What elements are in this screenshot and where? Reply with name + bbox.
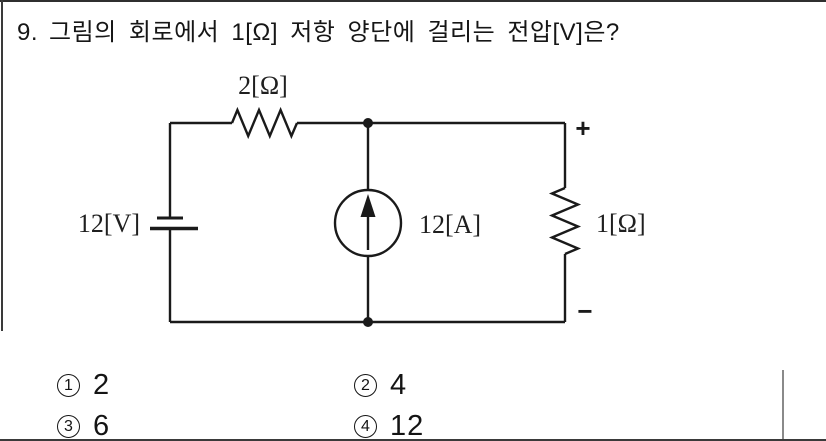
page-border-right <box>782 370 784 441</box>
option-2-value: 4 <box>390 369 408 401</box>
page-border-left <box>1 0 3 331</box>
option-4-value: 12 <box>390 410 425 441</box>
option-4-circle-marker: 4 <box>354 415 377 438</box>
current-source-circle <box>333 188 403 258</box>
label-load-resistor: 1[Ω] <box>596 209 646 238</box>
answer-option-3[interactable]: 3 6 <box>57 410 111 441</box>
answer-option-2[interactable]: 2 4 <box>354 369 408 401</box>
option-2-circle-marker: 2 <box>354 374 377 397</box>
answer-option-1[interactable]: 1 2 <box>57 369 111 401</box>
circuit-diagram: 2[Ω] 12[V] 12[A] 1[Ω] + − <box>78 71 646 327</box>
minus-polarity-sign: − <box>577 296 592 326</box>
bottom-node-dot <box>363 317 373 327</box>
label-current-source: 12[A] <box>419 210 481 239</box>
label-series-resistor: 2[Ω] <box>238 71 288 100</box>
option-1-circle-marker: 1 <box>57 374 80 397</box>
question-number: 9. <box>17 19 39 46</box>
resistor-2ohm-symbol <box>230 106 299 140</box>
page-border-top <box>0 0 826 2</box>
option-1-value: 2 <box>93 369 111 401</box>
plus-polarity-sign: + <box>575 113 590 143</box>
option-3-value: 6 <box>93 410 111 441</box>
page-border-bottom <box>0 439 826 441</box>
option-3-circle-marker: 3 <box>57 415 80 438</box>
label-voltage-source: 12[V] <box>78 209 140 238</box>
current-source-arrow-head <box>360 194 376 217</box>
top-node-dot <box>363 118 373 128</box>
question-text: 그림의 회로에서 1[Ω] 저항 양단에 걸리는 전압[V]은? <box>49 19 620 46</box>
answer-option-4[interactable]: 4 12 <box>354 410 425 441</box>
question-line: 9. 그림의 회로에서 1[Ω] 저항 양단에 걸리는 전압[V]은? <box>17 12 797 47</box>
resistor-1ohm-symbol <box>548 186 582 256</box>
